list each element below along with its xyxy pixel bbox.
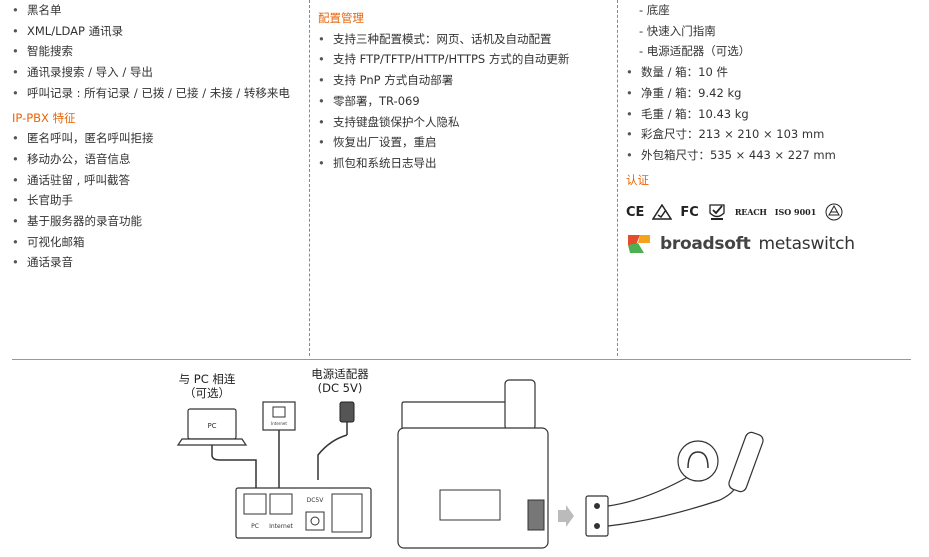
list-item: XML/LDAP 通讯录 — [12, 21, 307, 42]
list-item: 零部署，TR-069 — [318, 91, 613, 112]
port-pc-label: PC — [251, 523, 259, 530]
packaging-column: - 底座 - 快速入门指南 - 电源适配器（可选） 数量 / 箱：10 件 净重… — [626, 0, 916, 190]
list-item: 可视化邮箱 — [12, 232, 307, 253]
power-adapter-icon — [317, 401, 355, 480]
fcc-logo: FC — [680, 204, 699, 220]
pc-connect-label: 与 PC 相连 （可选） — [162, 372, 252, 400]
column-divider-1 — [309, 0, 310, 356]
ports-panel: PC Internet DC5V — [235, 487, 372, 539]
power-adapter-label: 电源适配器 (DC 5V) — [300, 367, 380, 395]
dc-port-label: DC5V — [307, 497, 325, 504]
list-item: 恢复出厂设置，重启 — [318, 132, 613, 153]
list-item: 净重 / 箱：9.42 kg — [626, 83, 916, 104]
call-features-list: 黑名单 XML/LDAP 通讯录 智能搜索 通讯录搜索 / 导入 / 导出 呼叫… — [12, 0, 307, 104]
list-item: 呼叫记录 : 所有记录 / 已拨 / 已接 / 未接 / 转移来电 — [12, 83, 307, 104]
port-internet-label: Internet — [269, 523, 293, 530]
reach-logo: REACH — [734, 207, 767, 217]
wall-jack-icon: Internet — [262, 401, 296, 431]
cert-logos: CE FC REACH ISO 9001 — [626, 202, 844, 222]
list-item: 匿名呼叫，匿名呼叫拒接 — [12, 128, 307, 149]
broadsoft-logo: broadsoft — [660, 234, 751, 254]
broadsoft-icon — [628, 235, 650, 253]
list-item: 支持键盘锁保护个人隐私 — [318, 112, 613, 133]
list-item: 黑名单 — [12, 0, 307, 21]
list-item: 支持 PnP 方式自动部署 — [318, 70, 613, 91]
list-item: 长官助手 — [12, 190, 307, 211]
list-item: 移动办公，语音信息 — [12, 149, 307, 170]
list-item: 基于服务器的录音功能 — [12, 211, 307, 232]
list-item: 通话驻留 , 呼叫截答 — [12, 170, 307, 191]
list-item: 数量 / 箱：10 件 — [626, 62, 916, 83]
pc-connect-label-line1: 与 PC 相连 — [178, 372, 236, 386]
rcm-icon — [652, 204, 673, 220]
ippbx-features-list: 匿名呼叫，匿名呼叫拒接 移动办公，语音信息 通话驻留 , 呼叫截答 长官助手 基… — [12, 128, 307, 273]
list-item: 毛重 / 箱：10.43 kg — [626, 104, 916, 125]
iso-logo: ISO 9001 — [774, 207, 817, 217]
features-column-1: 黑名单 XML/LDAP 通讯录 智能搜索 通讯录搜索 / 导入 / 导出 呼叫… — [12, 0, 307, 273]
ippbx-heading: IP-PBX 特征 — [12, 110, 76, 125]
list-item: 支持三种配置模式：网页、话机及自动配置 — [318, 29, 613, 50]
pc-connect-label-line2: （可选） — [184, 386, 230, 400]
partner-logos: broadsoft metaswitch — [626, 233, 855, 255]
list-item: 外包箱尺寸：535 × 443 × 227 mm — [626, 145, 916, 166]
section-divider — [12, 359, 911, 360]
handset-icon — [728, 431, 764, 493]
list-item: 智能搜索 — [12, 41, 307, 62]
config-heading: 配置管理 — [318, 11, 364, 25]
headset-icon — [677, 440, 719, 482]
list-item: 抓包和系统日志导出 — [318, 153, 613, 174]
list-item: 彩盒尺寸：213 × 210 × 103 mm — [626, 124, 916, 145]
package-sub-item: - 快速入门指南 — [639, 23, 716, 38]
rohs-icon — [709, 204, 725, 220]
laptop-icon: PC — [176, 408, 248, 446]
package-sub-item: - 电源适配器（可选） — [639, 44, 751, 59]
ce-logo: CE — [626, 204, 645, 220]
config-features-list: 支持三种配置模式：网页、话机及自动配置 支持 FTP/TFTP/HTTP/HTT… — [318, 29, 613, 174]
package-sub-item: - 底座 — [639, 3, 670, 17]
phone-back-illustration — [397, 379, 549, 549]
cert-heading: 认证 — [626, 172, 649, 187]
weee-icon — [825, 203, 843, 221]
features-column-2: 配置管理 支持三种配置模式：网页、话机及自动配置 支持 FTP/TFTP/HTT… — [318, 8, 613, 174]
power-adapter-label-line2: (DC 5V) — [317, 381, 363, 395]
arrow-icon — [558, 505, 574, 527]
package-list: - 底座 - 快速入门指南 - 电源适配器（可选） 数量 / 箱：10 件 净重… — [626, 0, 916, 166]
wall-jack-label: Internet — [271, 421, 287, 426]
metaswitch-logo: metaswitch — [758, 234, 856, 254]
list-item: 通讯录搜索 / 导入 / 导出 — [12, 62, 307, 83]
column-divider-2 — [617, 0, 618, 356]
list-item: 支持 FTP/TFTP/HTTP/HTTPS 方式的自动更新 — [318, 49, 613, 70]
laptop-label: PC — [207, 422, 216, 430]
power-adapter-label-line1: 电源适配器 — [311, 367, 369, 381]
list-item: 通话录音 — [12, 252, 307, 273]
